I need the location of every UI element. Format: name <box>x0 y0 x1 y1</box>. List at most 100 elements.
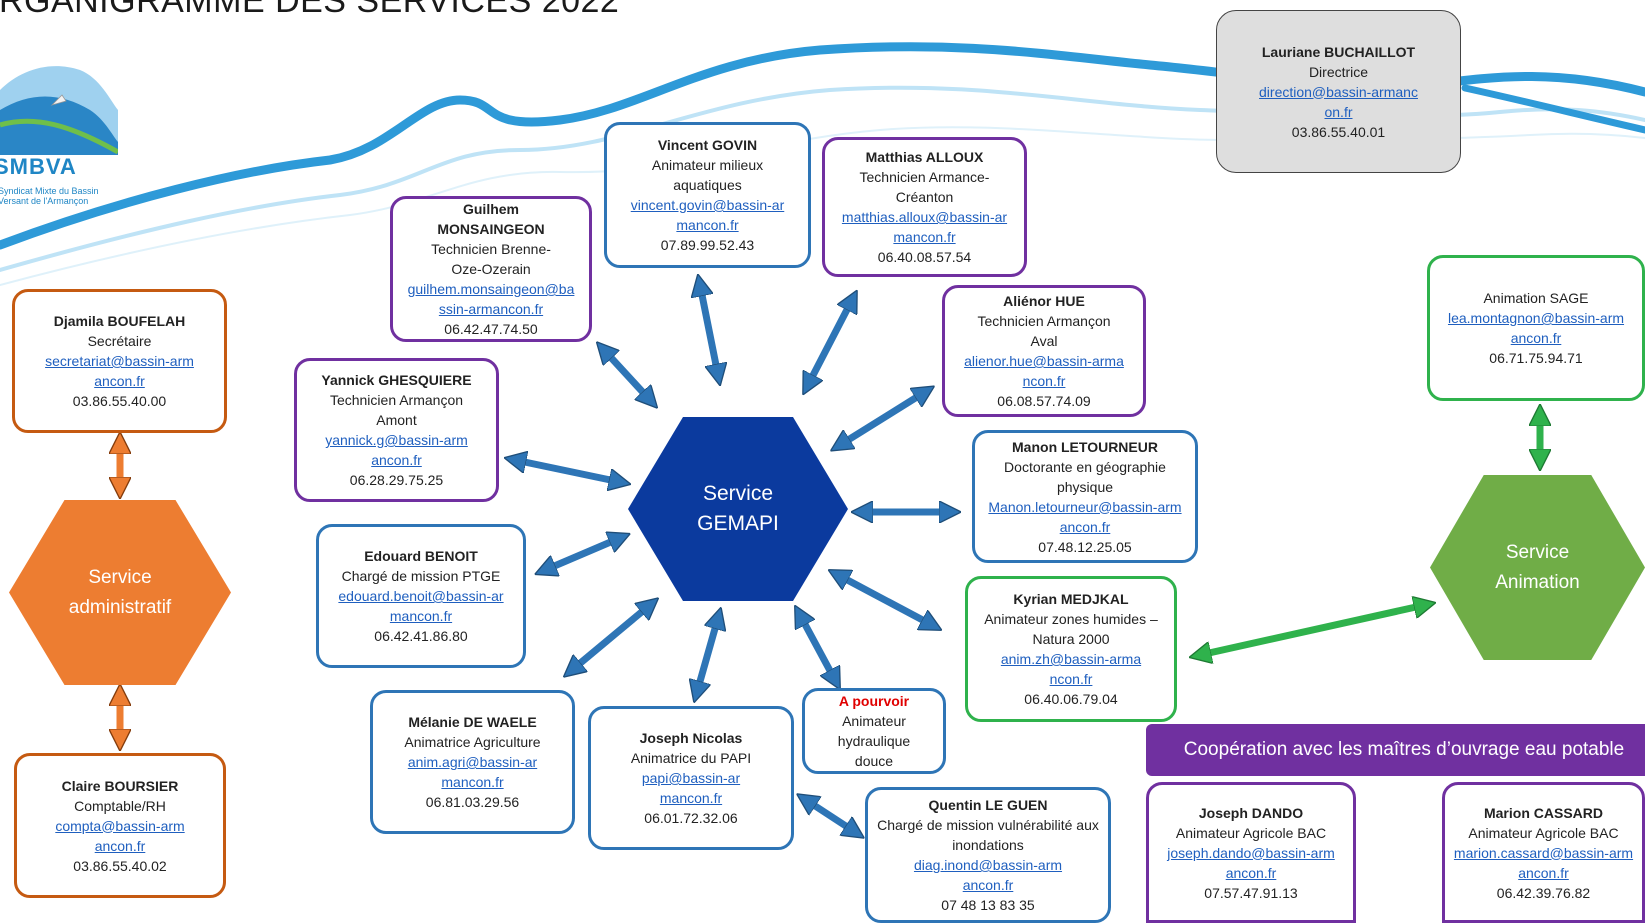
email-link[interactable]: yannick.g@bassin-armancon.fr <box>325 432 468 468</box>
person-role: Animateur hydraulique douce <box>837 713 911 769</box>
hub-service-animation: Service Animation <box>1430 475 1645 660</box>
hub-label-line1: Service <box>88 566 152 588</box>
person-role: Secrétaire <box>87 333 152 349</box>
email-link[interactable]: anim.zh@bassin-armancon.fr <box>1000 651 1142 687</box>
email-link[interactable]: marion.cassard@bassin-armancon.fr <box>1453 844 1634 881</box>
person-name: Guilhem MONSAINGEON <box>437 201 545 237</box>
email-link[interactable]: alienor.hue@bassin-armancon.fr <box>964 353 1124 389</box>
arrow-dewaele <box>572 605 650 670</box>
card-alloux: Matthias ALLOUX Technicien Armance-Créan… <box>822 137 1027 277</box>
arrow-ghesquiere <box>515 460 620 482</box>
person-role: Animatrice Agriculture <box>404 734 541 750</box>
person-role: Animateur Agricole BAC <box>1175 824 1327 841</box>
email-link[interactable]: secretariat@bassin-armancon.fr <box>45 353 194 389</box>
person-name: Edouard BENOIT <box>364 548 478 564</box>
email-link[interactable]: edouard.benoit@bassin-armancon.fr <box>338 588 504 624</box>
person-name: Yannick GHESQUIERE <box>321 372 472 388</box>
person-name: Manon LETOURNEUR <box>1012 438 1158 455</box>
phone-number: 06.81.03.29.56 <box>425 794 520 810</box>
person-role: Technicien Armançon Amont <box>329 392 464 428</box>
card-monsaingeon: Guilhem MONSAINGEON Technicien Brenne-Oz… <box>390 196 592 342</box>
person-role: Comptable/RH <box>74 797 166 814</box>
person-name: Marion CASSARD <box>1483 804 1603 821</box>
person-name: Joseph Nicolas <box>639 730 743 746</box>
arrow-medjkal <box>838 575 932 625</box>
person-name: Lauriane BUCHAILLOT <box>1261 43 1416 60</box>
arrow-vacant <box>800 615 835 680</box>
email-link[interactable]: joseph.dando@bassin-armancon.fr <box>1167 844 1335 881</box>
person-name: Vincent GOVIN <box>657 137 758 153</box>
phone-number: 06.08.57.74.09 <box>997 393 1091 409</box>
email-link[interactable]: vincent.govin@bassin-armancon.fr <box>630 197 785 233</box>
arrow-nicolas <box>697 618 718 692</box>
hub-label-line1: Service <box>702 482 774 505</box>
card-benoit: Edouard BENOIT Chargé de mission PTGE ed… <box>316 524 526 668</box>
phone-number: 06.42.47.74.50 <box>444 321 538 337</box>
logo-subtitle: Syndicat Mixte du Bassin Versant de l'Ar… <box>0 186 99 206</box>
card-vacant: A pourvoir Animateur hydraulique douce <box>802 688 946 774</box>
arrow-monsaingeon <box>604 350 650 400</box>
email-link[interactable]: papi@bassin-armancon.fr <box>641 770 741 806</box>
arrow-govin <box>700 285 718 375</box>
arrow-benoit <box>545 538 620 570</box>
person-role: Chargé de mission vulnérabilité aux inon… <box>877 817 1099 853</box>
phone-number: 06.28.29.75.25 <box>349 472 444 488</box>
email-link[interactable]: matthias.alloux@bassin-armancon.fr <box>841 209 1008 245</box>
vacancy-status: A pourvoir <box>838 693 910 709</box>
email-link[interactable]: lea.montagnon@bassin-armancon.fr <box>1447 310 1625 346</box>
person-role: Technicien Armançon Aval <box>977 313 1111 349</box>
card-dando: Joseph DANDO Animateur Agricole BAC jose… <box>1146 782 1356 923</box>
river-wave-top-right <box>1461 84 1645 134</box>
person-name: Mélanie DE WAELE <box>408 714 537 730</box>
person-role: Chargé de mission PTGE <box>341 568 501 584</box>
card-dewaele: Mélanie DE WAELE Animatrice Agriculture … <box>370 690 575 834</box>
person-name: Joseph DANDO <box>1198 804 1304 821</box>
phone-number: 07 48 13 83 35 <box>941 897 1035 913</box>
card-sage: Animation SAGE lea.montagnon@bassin-arma… <box>1427 255 1645 401</box>
person-role: Technicien Armance-Créanton <box>859 169 990 205</box>
email-link[interactable]: direction@bassin-armancon.fr <box>1259 83 1418 120</box>
phone-number: 07.57.47.91.13 <box>1204 884 1298 901</box>
card-boufelah: Djamila BOUFELAH Secrétaire secretariat@… <box>12 289 227 433</box>
logo: SMBVA Syndicat Mixte du Bassin Versant d… <box>0 30 118 206</box>
arrow-leguen <box>806 800 855 832</box>
card-hue: Aliénor HUE Technicien Armançon Aval ali… <box>942 285 1146 417</box>
hub-label-line1: Service <box>1505 541 1570 563</box>
email-link[interactable]: compta@bassin-armancon.fr <box>55 817 185 854</box>
card-nicolas: Joseph Nicolas Animatrice du PAPI papi@b… <box>588 706 794 850</box>
card-ghesquiere: Yannick GHESQUIERE Technicien Armançon A… <box>294 358 499 502</box>
phone-number: 07.89.99.52.43 <box>660 237 755 253</box>
phone-number: 03.86.55.40.01 <box>1291 123 1386 140</box>
card-medjkal: Kyrian MEDJKAL Animateur zones humides –… <box>965 576 1177 722</box>
card-govin: Vincent GOVIN Animateur milieux aquatiqu… <box>604 122 811 268</box>
person-name: Djamila BOUFELAH <box>53 313 186 329</box>
arrow-animation-medjkal <box>1200 605 1425 655</box>
hub-label-line2: Animation <box>1495 571 1580 593</box>
person-name: Aliénor HUE <box>1003 293 1085 309</box>
person-name: Kyrian MEDJKAL <box>1013 591 1129 607</box>
hub-label-line2: administratif <box>68 596 172 618</box>
person-name: Matthias ALLOUX <box>865 149 984 165</box>
card-letourneur: Manon LETOURNEUR Doctorante en géographi… <box>972 430 1198 563</box>
person-role: Animateur milieux aquatiques <box>651 157 764 193</box>
person-role: Directrice <box>1308 63 1369 80</box>
hub-service-gemapi: Service GEMAPI <box>628 417 848 601</box>
card-cassard: Marion CASSARD Animateur Agricole BAC ma… <box>1442 782 1645 923</box>
page-title: ORGANIGRAMME DES SERVICES 2022 <box>0 0 620 20</box>
logo-icon <box>0 66 118 155</box>
email-link[interactable]: diag.inond@bassin-armancon.fr <box>913 857 1063 893</box>
person-role: Animateur zones humides – Natura 2000 <box>984 611 1158 647</box>
phone-number: 03.86.55.40.02 <box>73 857 167 874</box>
phone-number: 03.86.55.40.00 <box>72 393 167 409</box>
logo-brand: SMBVA <box>0 154 77 179</box>
email-link[interactable]: anim.agri@bassin-armancon.fr <box>407 754 538 790</box>
phone-number: 06.42.39.76.82 <box>1496 884 1591 901</box>
phone-number: 07.48.12.25.05 <box>1038 538 1132 555</box>
phone-number: 06.71.75.94.71 <box>1489 350 1583 366</box>
email-link[interactable]: guilhem.monsaingeon@bassin-armancon.fr <box>407 281 575 317</box>
person-role: Technicien Brenne-Oze-Ozerain <box>431 241 551 277</box>
person-role: Doctorante en géographie physique <box>1004 458 1166 495</box>
email-link[interactable]: Manon.letourneur@bassin-armancon.fr <box>988 498 1182 535</box>
card-leguen: Quentin LE GUEN Chargé de mission vulnér… <box>865 787 1111 923</box>
person-role: Animation SAGE <box>1483 290 1589 306</box>
